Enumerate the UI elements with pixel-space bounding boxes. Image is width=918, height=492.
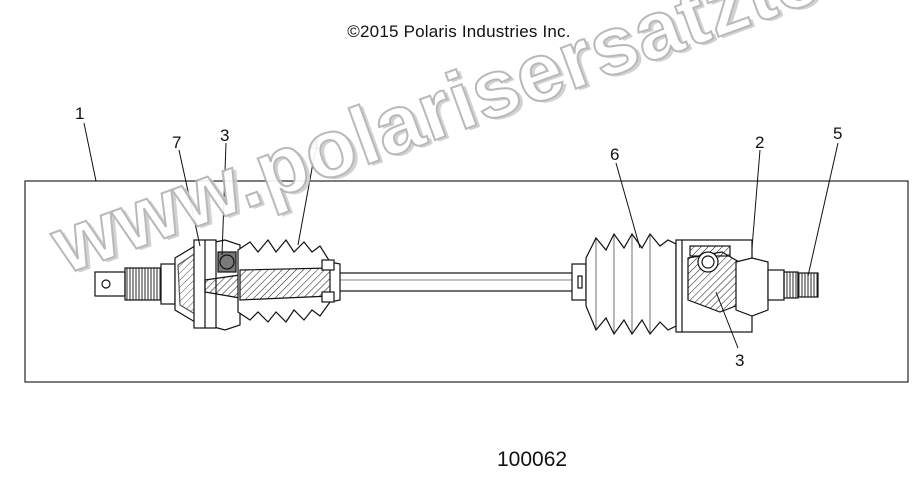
half-shaft [329,263,587,301]
left-boot [237,238,341,323]
callout-3-left: 3 [220,126,230,145]
callout-1: 1 [75,104,85,123]
right-boot [585,232,677,336]
left-stub-shaft [94,263,176,305]
copyright-notice: ©2015 Polaris Industries Inc. [347,22,571,41]
right-cv-housing [675,239,769,333]
right-stub-shaft [767,269,819,301]
callout-6: 6 [610,145,620,164]
callout-2: 2 [755,133,765,152]
assembly-frame [24,180,909,383]
callout-7: 7 [172,133,182,152]
callout-3-right: 3 [735,351,745,370]
figure-number: 100062 [497,448,568,471]
leader-lines [83,122,839,349]
callout-4: 4 [310,136,320,155]
callout-5: 5 [833,124,843,143]
left-joint-housing [174,239,241,331]
